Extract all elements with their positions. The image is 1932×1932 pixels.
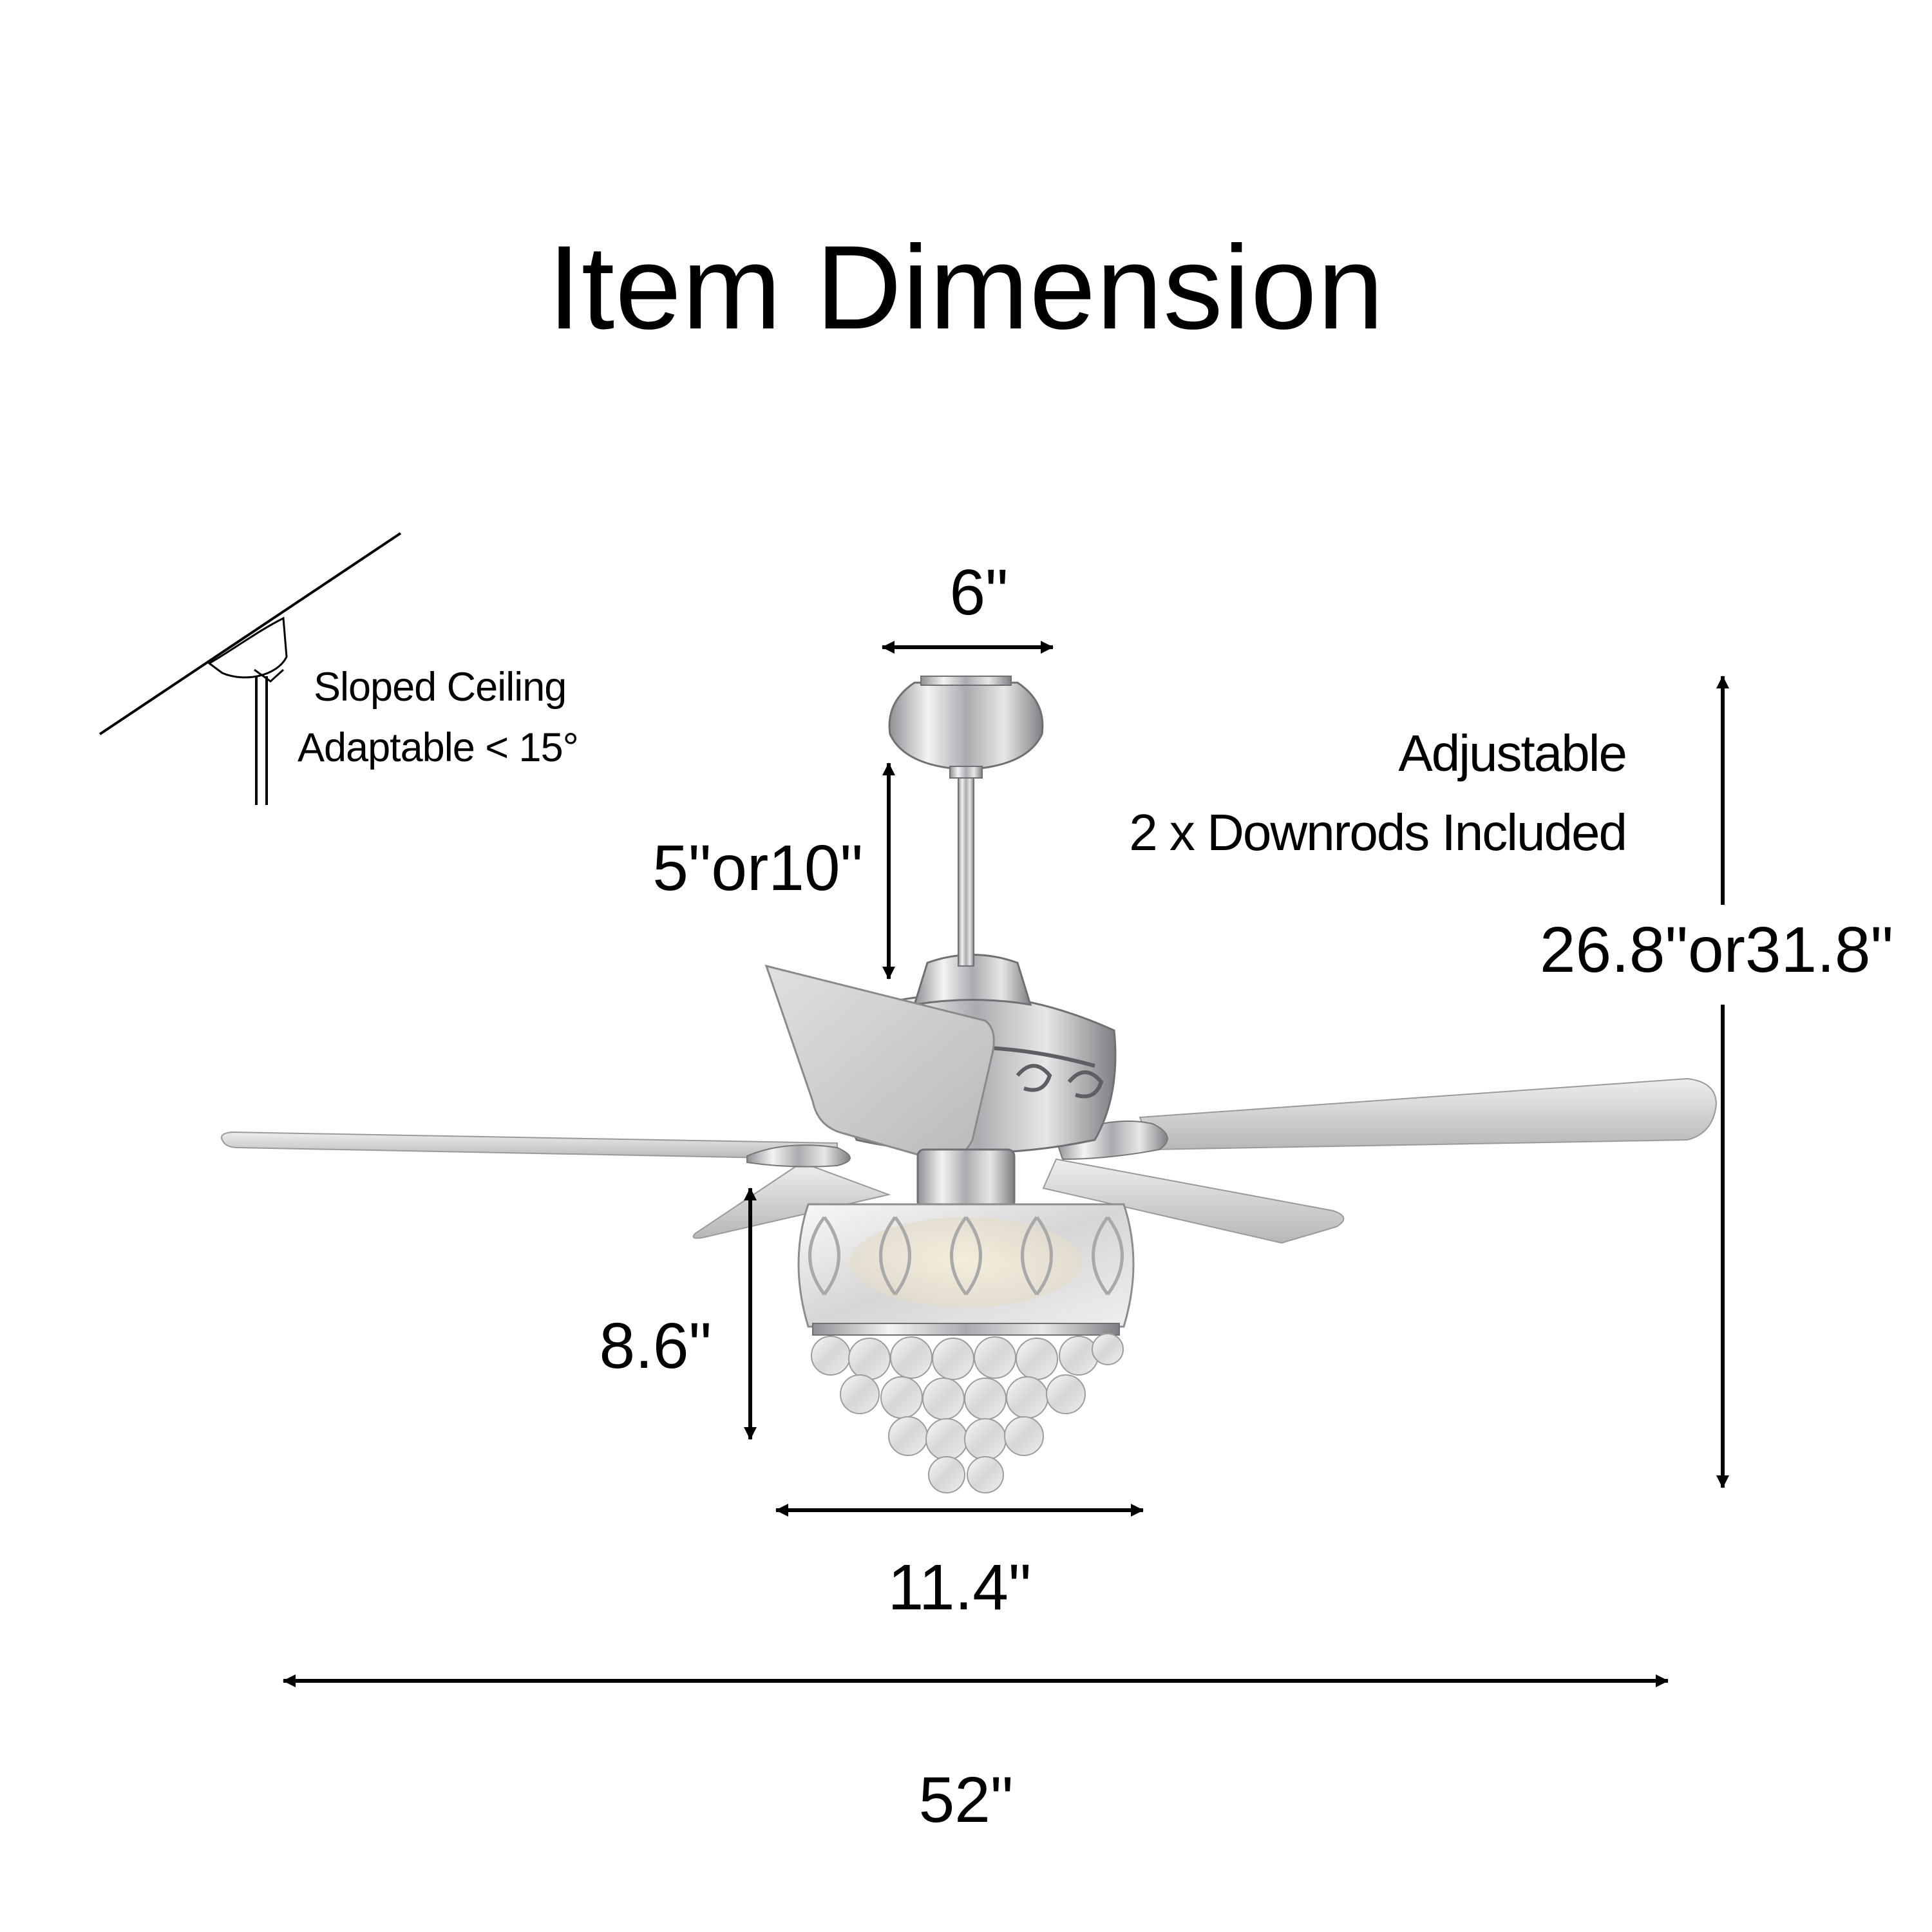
light-kit-height-label: 8.6" xyxy=(599,1310,712,1382)
sloped-ceiling-angle-label: Adaptable < 15° xyxy=(298,725,579,770)
sloped-ceiling-label: Sloped Ceiling xyxy=(314,665,567,710)
sloped-ceiling-icon xyxy=(99,532,402,805)
canopy-width-label: 6" xyxy=(949,556,1009,629)
dimension-arrow xyxy=(283,641,1729,1687)
page-title: Item Dimension xyxy=(547,222,1385,354)
blade-span-label: 52" xyxy=(918,1764,1014,1836)
downrod-length-label: 5"or10" xyxy=(652,832,863,904)
ceiling-fan-illustration xyxy=(221,676,1718,1493)
adjustable-label: Adjustable xyxy=(1398,724,1627,782)
light-kit-width-label: 11.4" xyxy=(887,1551,1032,1624)
overall-height-label: 26.8"or31.8" xyxy=(1539,914,1893,986)
downrods-included-label: 2 x Downrods Included xyxy=(1129,804,1627,861)
